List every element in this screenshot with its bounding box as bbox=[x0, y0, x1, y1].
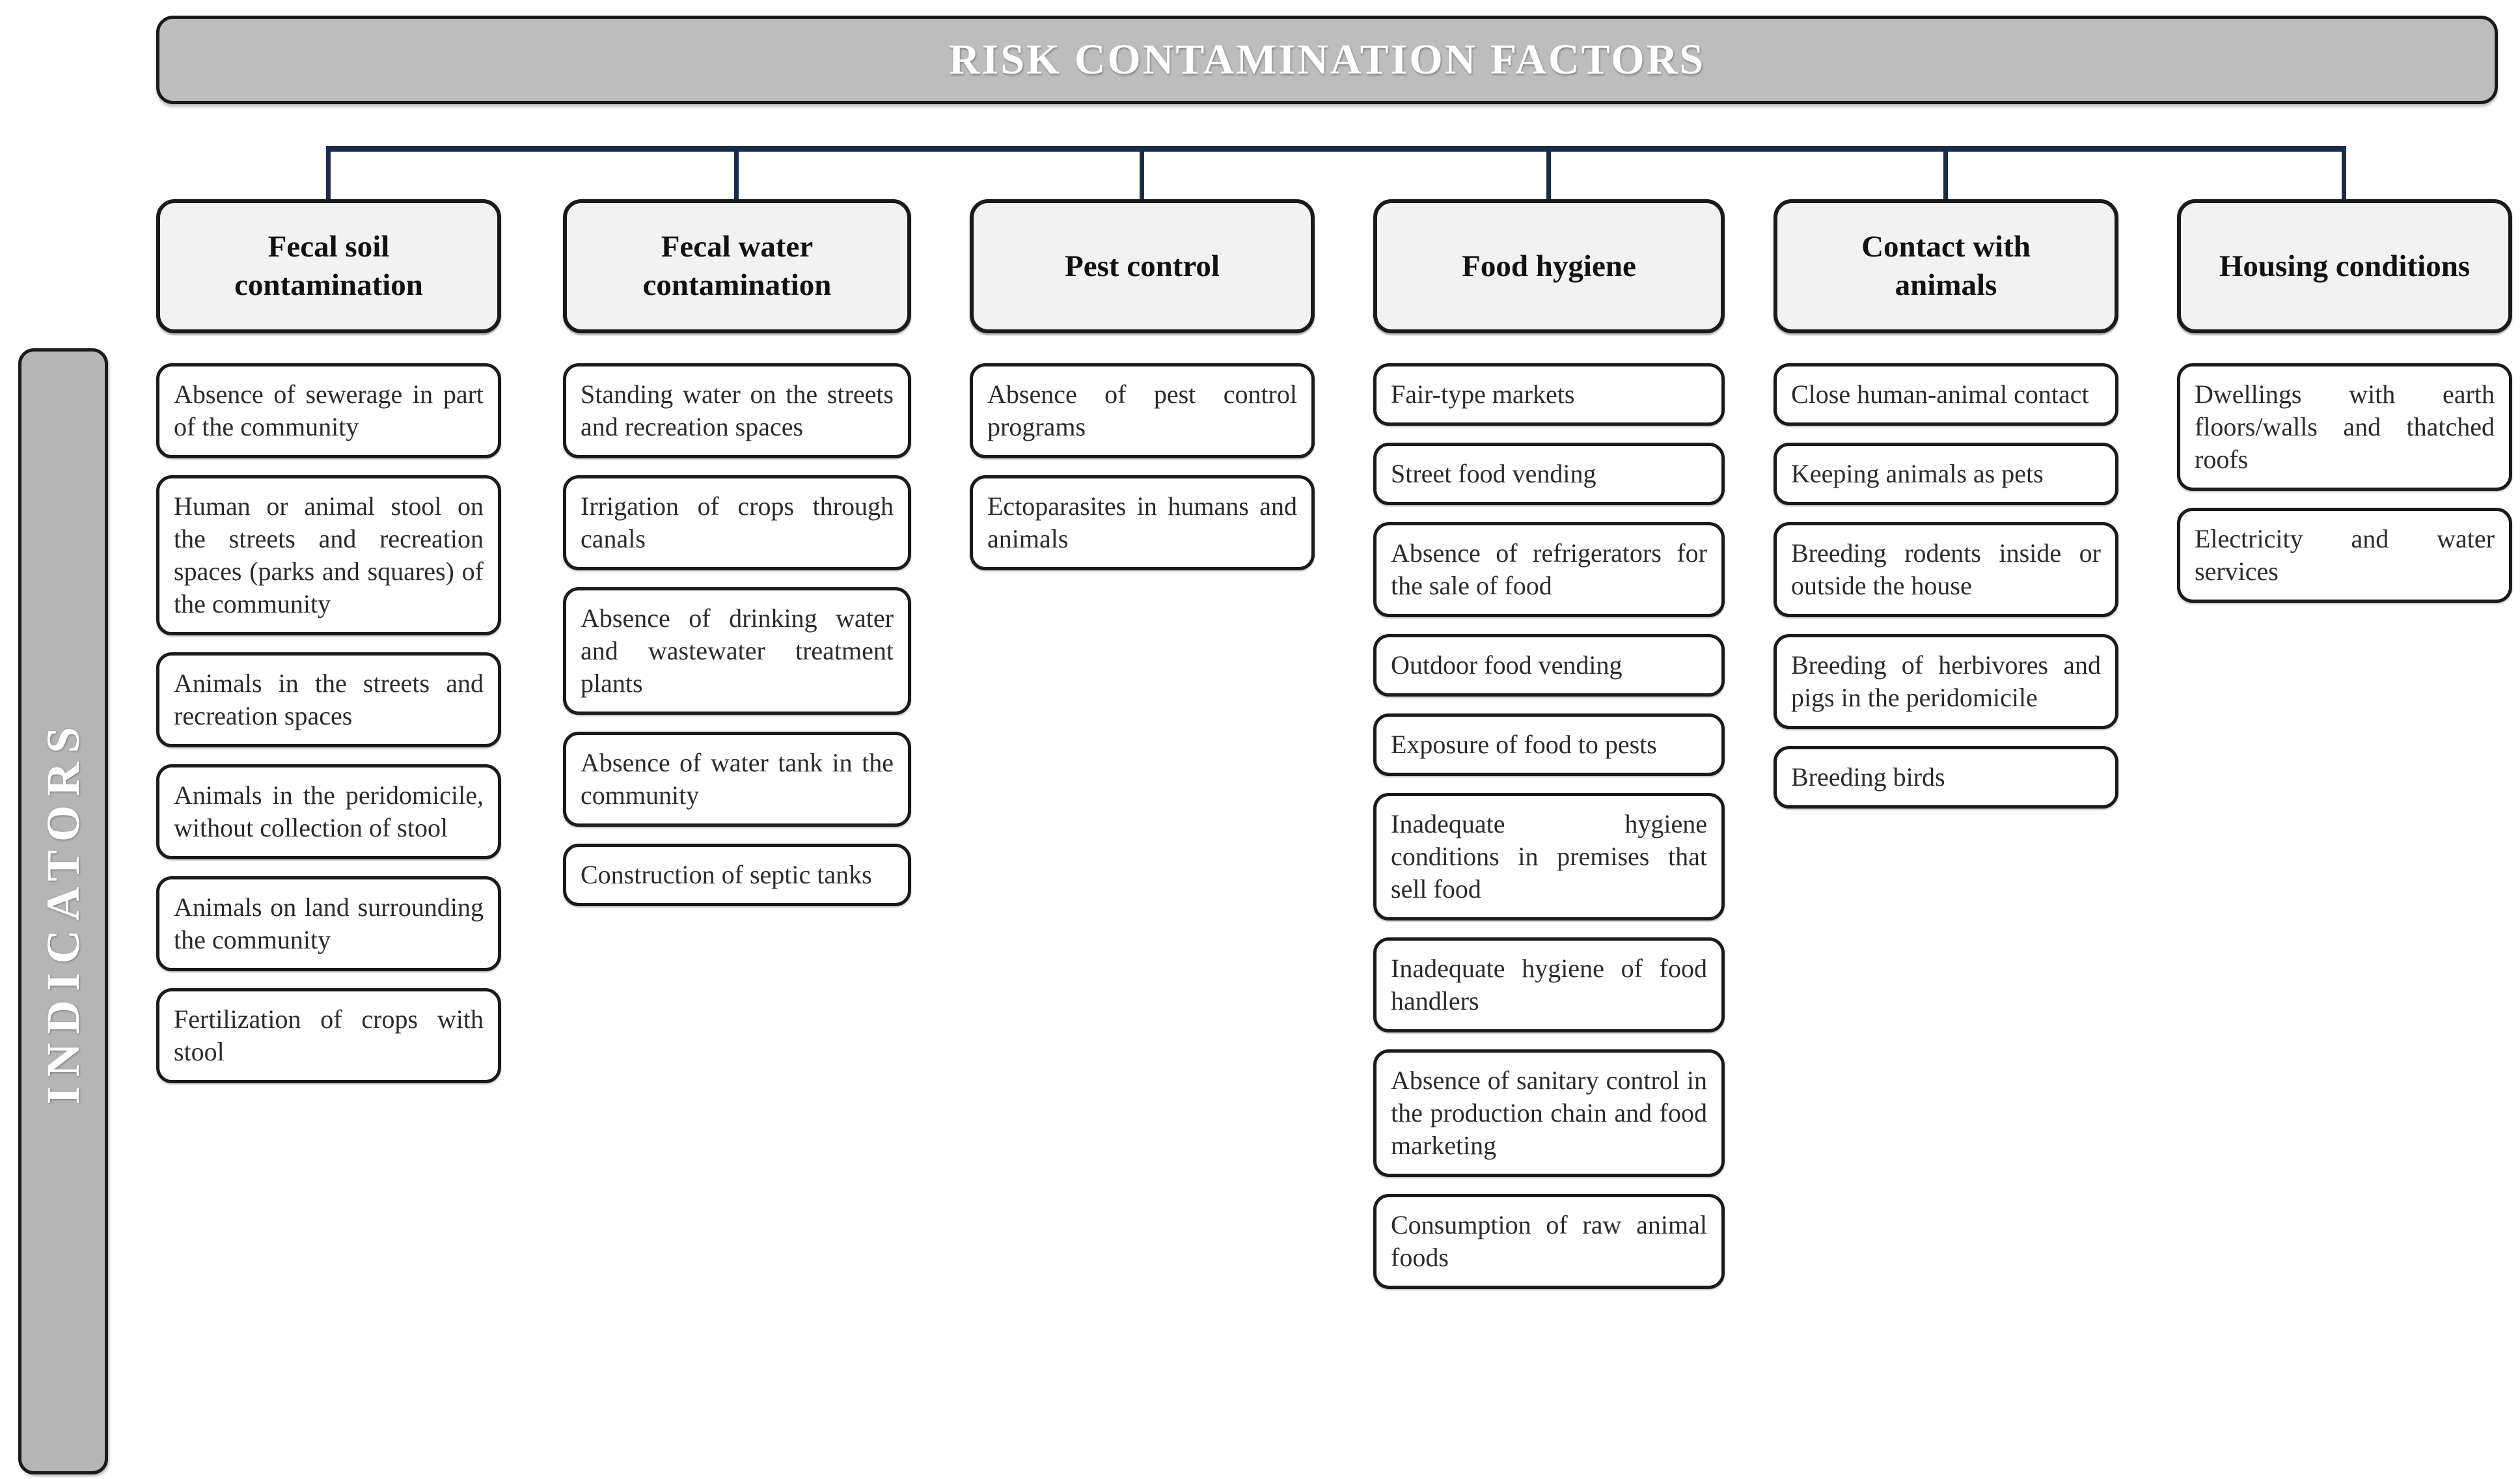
indicator-box: Absence of pest control programs bbox=[970, 363, 1315, 458]
indicator-stack: Standing water on the streets and recrea… bbox=[563, 363, 911, 906]
indicator-text: Animals in the streets and recreation sp… bbox=[174, 669, 484, 730]
indicator-text: Dwellings with earth floors/walls and th… bbox=[2195, 380, 2495, 474]
indicator-box: Breeding rodents inside or outside the h… bbox=[1774, 522, 2118, 617]
indicator-text: Absence of drinking water and wastewater… bbox=[581, 603, 894, 698]
category-header-label: Housing conditions bbox=[2219, 249, 2471, 283]
indicator-text: Breeding of herbivores and pigs in the p… bbox=[1791, 650, 2101, 712]
indicator-text: Absence of pest control programs bbox=[987, 380, 1297, 441]
indicator-text: Animals in the peridomicile, without col… bbox=[174, 781, 484, 842]
indicator-text: Absence of sewerage in part of the commu… bbox=[174, 380, 484, 441]
indicator-text: Fertilization of crops with stool bbox=[174, 1004, 484, 1066]
indicator-box: Dwellings with earth floors/walls and th… bbox=[2177, 363, 2512, 491]
indicators-sidebar-label: INDICATORS bbox=[36, 718, 89, 1105]
indicator-box: Breeding birds bbox=[1774, 746, 2118, 809]
connector-vertical-line bbox=[1546, 146, 1551, 203]
category-column-6: Housing conditions Dwellings with earth … bbox=[2177, 199, 2512, 603]
indicator-text: Keeping animals as pets bbox=[1791, 459, 2044, 488]
indicator-text: Ectoparasites in humans and animals bbox=[987, 491, 1297, 553]
category-header-box: Fecal soil contamination bbox=[156, 199, 501, 333]
category-header-label: Fecal water contamination bbox=[642, 230, 832, 302]
indicator-text: Breeding rodents inside or outside the h… bbox=[1791, 538, 2101, 600]
indicator-text: Outdoor food vending bbox=[1391, 650, 1623, 680]
indicator-stack: Absence of sewerage in part of the commu… bbox=[156, 363, 501, 1083]
indicator-box: Consumption of raw animal foods bbox=[1373, 1194, 1725, 1289]
category-header-label: Food hygiene bbox=[1462, 249, 1636, 283]
indicator-box: Standing water on the streets and recrea… bbox=[563, 363, 911, 458]
category-header-label: Pest control bbox=[1065, 249, 1220, 283]
indicator-box: Absence of drinking water and wastewater… bbox=[563, 587, 911, 715]
indicator-text: Human or animal stool on the streets and… bbox=[174, 491, 484, 618]
indicator-text: Inadequate hygiene conditions in premise… bbox=[1391, 809, 1707, 904]
diagram-title-bar: RISK CONTAMINATION FACTORS bbox=[156, 16, 2498, 104]
indicator-box: Keeping animals as pets bbox=[1774, 443, 2118, 505]
indicator-box: Absence of water tank in the community bbox=[563, 732, 911, 827]
indicator-box: Animals on land surrounding the communit… bbox=[156, 876, 501, 971]
category-header-box: Housing conditions bbox=[2177, 199, 2512, 333]
indicator-box: Irrigation of crops through canals bbox=[563, 475, 911, 570]
indicator-text: Close human-animal contact bbox=[1791, 380, 2089, 409]
indicator-box: Construction of septic tanks bbox=[563, 844, 911, 906]
category-header-label: Fecal soil contamination bbox=[234, 230, 423, 302]
indicator-box: Inadequate hygiene conditions in premise… bbox=[1373, 793, 1725, 920]
indicator-box: Animals in the streets and recreation sp… bbox=[156, 652, 501, 747]
indicator-text: Irrigation of crops through canals bbox=[581, 491, 894, 553]
indicator-text: Electricity and water services bbox=[2195, 524, 2495, 586]
category-column-5: Contact with animals Close human-animal … bbox=[1774, 199, 2118, 809]
diagram-title: RISK CONTAMINATION FACTORS bbox=[948, 36, 1706, 83]
connector-vertical-line bbox=[734, 146, 739, 203]
indicator-box: Animals in the peridomicile, without col… bbox=[156, 764, 501, 859]
indicator-text: Absence of water tank in the community bbox=[581, 748, 894, 810]
connector-horizontal-line bbox=[329, 146, 2344, 152]
indicator-text: Exposure of food to pests bbox=[1391, 730, 1657, 759]
indicator-text: Absence of sanitary control in the produ… bbox=[1391, 1066, 1707, 1160]
indicator-text: Construction of septic tanks bbox=[581, 860, 872, 889]
indicator-box: Fertilization of crops with stool bbox=[156, 988, 501, 1083]
indicators-sidebar: INDICATORS bbox=[18, 348, 108, 1474]
connector-vertical-line bbox=[1140, 146, 1144, 203]
connector-vertical-line bbox=[326, 146, 331, 203]
indicator-stack: Dwellings with earth floors/walls and th… bbox=[2177, 363, 2512, 603]
category-header-box: Food hygiene bbox=[1373, 199, 1725, 333]
indicator-box: Exposure of food to pests bbox=[1373, 713, 1725, 776]
indicator-text: Absence of refrigerators for the sale of… bbox=[1391, 538, 1707, 600]
indicator-text: Consumption of raw animal foods bbox=[1391, 1210, 1707, 1272]
indicator-box: Inadequate hygiene of food handlers bbox=[1373, 937, 1725, 1032]
category-header-box: Contact with animals bbox=[1774, 199, 2118, 333]
indicator-text: Animals on land surrounding the communit… bbox=[174, 892, 484, 954]
category-header-box: Pest control bbox=[970, 199, 1315, 333]
indicator-box: Human or animal stool on the streets and… bbox=[156, 475, 501, 635]
indicator-box: Ectoparasites in humans and animals bbox=[970, 475, 1315, 570]
indicator-box: Breeding of herbivores and pigs in the p… bbox=[1774, 634, 2118, 729]
indicator-box: Fair-type markets bbox=[1373, 363, 1725, 426]
category-header-label: Contact with animals bbox=[1861, 230, 2031, 302]
indicator-box: Absence of sewerage in part of the commu… bbox=[156, 363, 501, 458]
indicator-text: Breeding birds bbox=[1791, 762, 1945, 792]
category-header-box: Fecal water contamination bbox=[563, 199, 911, 333]
indicator-box: Street food vending bbox=[1373, 443, 1725, 505]
indicator-text: Inadequate hygiene of food handlers bbox=[1391, 954, 1707, 1016]
indicator-text: Standing water on the streets and recrea… bbox=[581, 380, 894, 441]
connector-vertical-line bbox=[1943, 146, 1948, 203]
category-column-3: Pest control Absence of pest control pro… bbox=[970, 199, 1315, 570]
category-column-2: Fecal water contamination Standing water… bbox=[563, 199, 911, 906]
indicator-box: Close human-animal contact bbox=[1774, 363, 2118, 426]
indicator-box: Outdoor food vending bbox=[1373, 634, 1725, 697]
indicator-box: Absence of refrigerators for the sale of… bbox=[1373, 522, 1725, 617]
category-column-1: Fecal soil contamination Absence of sewe… bbox=[156, 199, 501, 1083]
connector-vertical-line bbox=[2342, 146, 2346, 203]
indicator-text: Street food vending bbox=[1391, 459, 1596, 488]
indicator-text: Fair-type markets bbox=[1391, 380, 1575, 409]
indicator-box: Absence of sanitary control in the produ… bbox=[1373, 1049, 1725, 1177]
indicator-box: Electricity and water services bbox=[2177, 508, 2512, 603]
